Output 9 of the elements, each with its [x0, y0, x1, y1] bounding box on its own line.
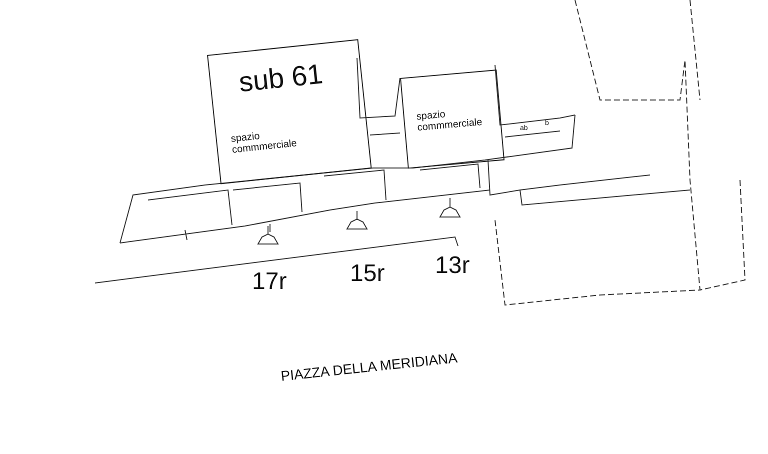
room-label: spazio commmerciale: [230, 130, 298, 156]
house-number: 17r: [252, 268, 287, 296]
house-number: 15r: [350, 260, 385, 288]
room-outline: [400, 70, 505, 169]
room-label: spazio commmerciale: [416, 108, 484, 134]
unit-number: sub 61: [237, 58, 324, 99]
street-name: PIAZZA DELLA MERIDIANA: [280, 349, 458, 384]
house-number: 13r: [435, 252, 470, 280]
room-outline: [207, 39, 372, 184]
